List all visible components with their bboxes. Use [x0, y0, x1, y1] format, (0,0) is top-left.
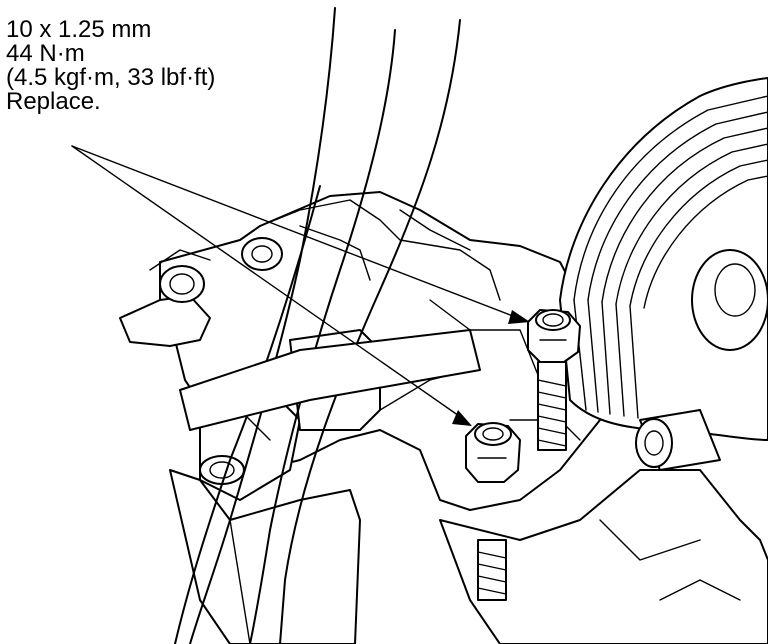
torque-nm-label: 44 N·m	[6, 40, 85, 67]
leader-arrow-lower	[452, 410, 472, 426]
right-pin	[635, 409, 721, 471]
torque-spec-callout: 10 x 1.25 mm 44 N·m (4.5 kgf·m, 33 lbf·f…	[6, 18, 215, 114]
drive-belt	[559, 77, 768, 441]
leader-lines	[71, 145, 519, 419]
replace-note: Replace.	[6, 88, 101, 115]
left-boss	[159, 265, 205, 303]
upper-boss	[241, 237, 283, 271]
lower-bolt	[465, 422, 521, 601]
hose	[174, 7, 461, 644]
brace-bar	[179, 329, 481, 431]
pulley-hub	[691, 249, 768, 351]
upper-bolt	[527, 309, 581, 451]
lower-housing	[439, 469, 768, 644]
thread-size-label: 10 x 1.25 mm	[6, 16, 152, 43]
leader-arrow-upper	[508, 310, 530, 324]
torque-alt-label: (4.5 kgf·m, 33 lbf·ft)	[6, 64, 216, 91]
